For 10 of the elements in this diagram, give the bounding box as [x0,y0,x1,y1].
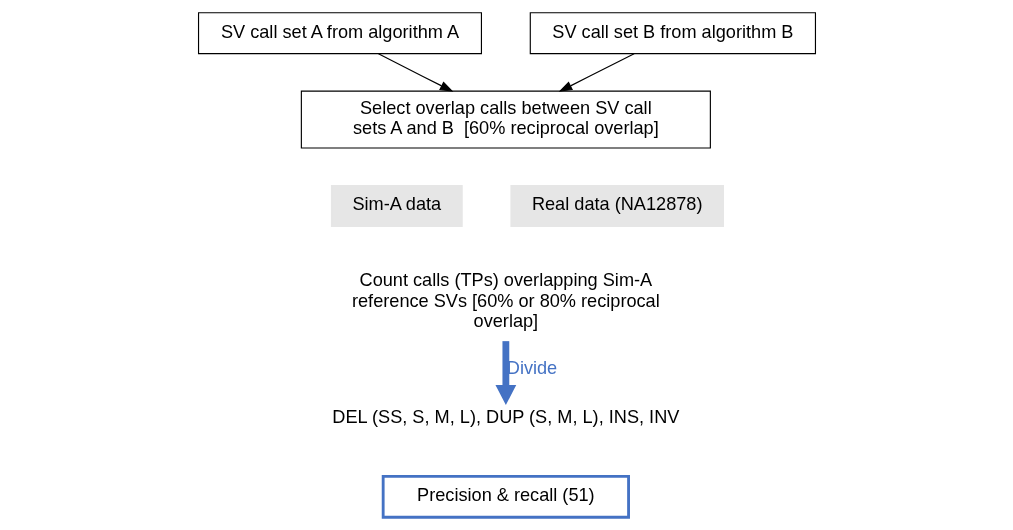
node-text: Count calls (TPs) overlapping Sim-A reference SVs [60% or 80% reciprocal overlap] [351,270,660,332]
arrow [377,53,453,92]
node-box: Select overlap calls between SV call sets A and B [60% reciprocal overlap] [300,90,711,149]
node-box: Precision & recall (51) [381,474,630,519]
node-text: DEL (SS, S, M, L), DUP (S, M, L), INS, INV [331,406,679,427]
node-box: SV call set B from algorithm B [529,12,816,55]
node-box: Real data (NA12878) [509,184,724,227]
arrow [558,53,635,92]
node-box: Sim-A data [330,184,463,227]
node-box: SV call set A from algorithm A [197,12,482,55]
